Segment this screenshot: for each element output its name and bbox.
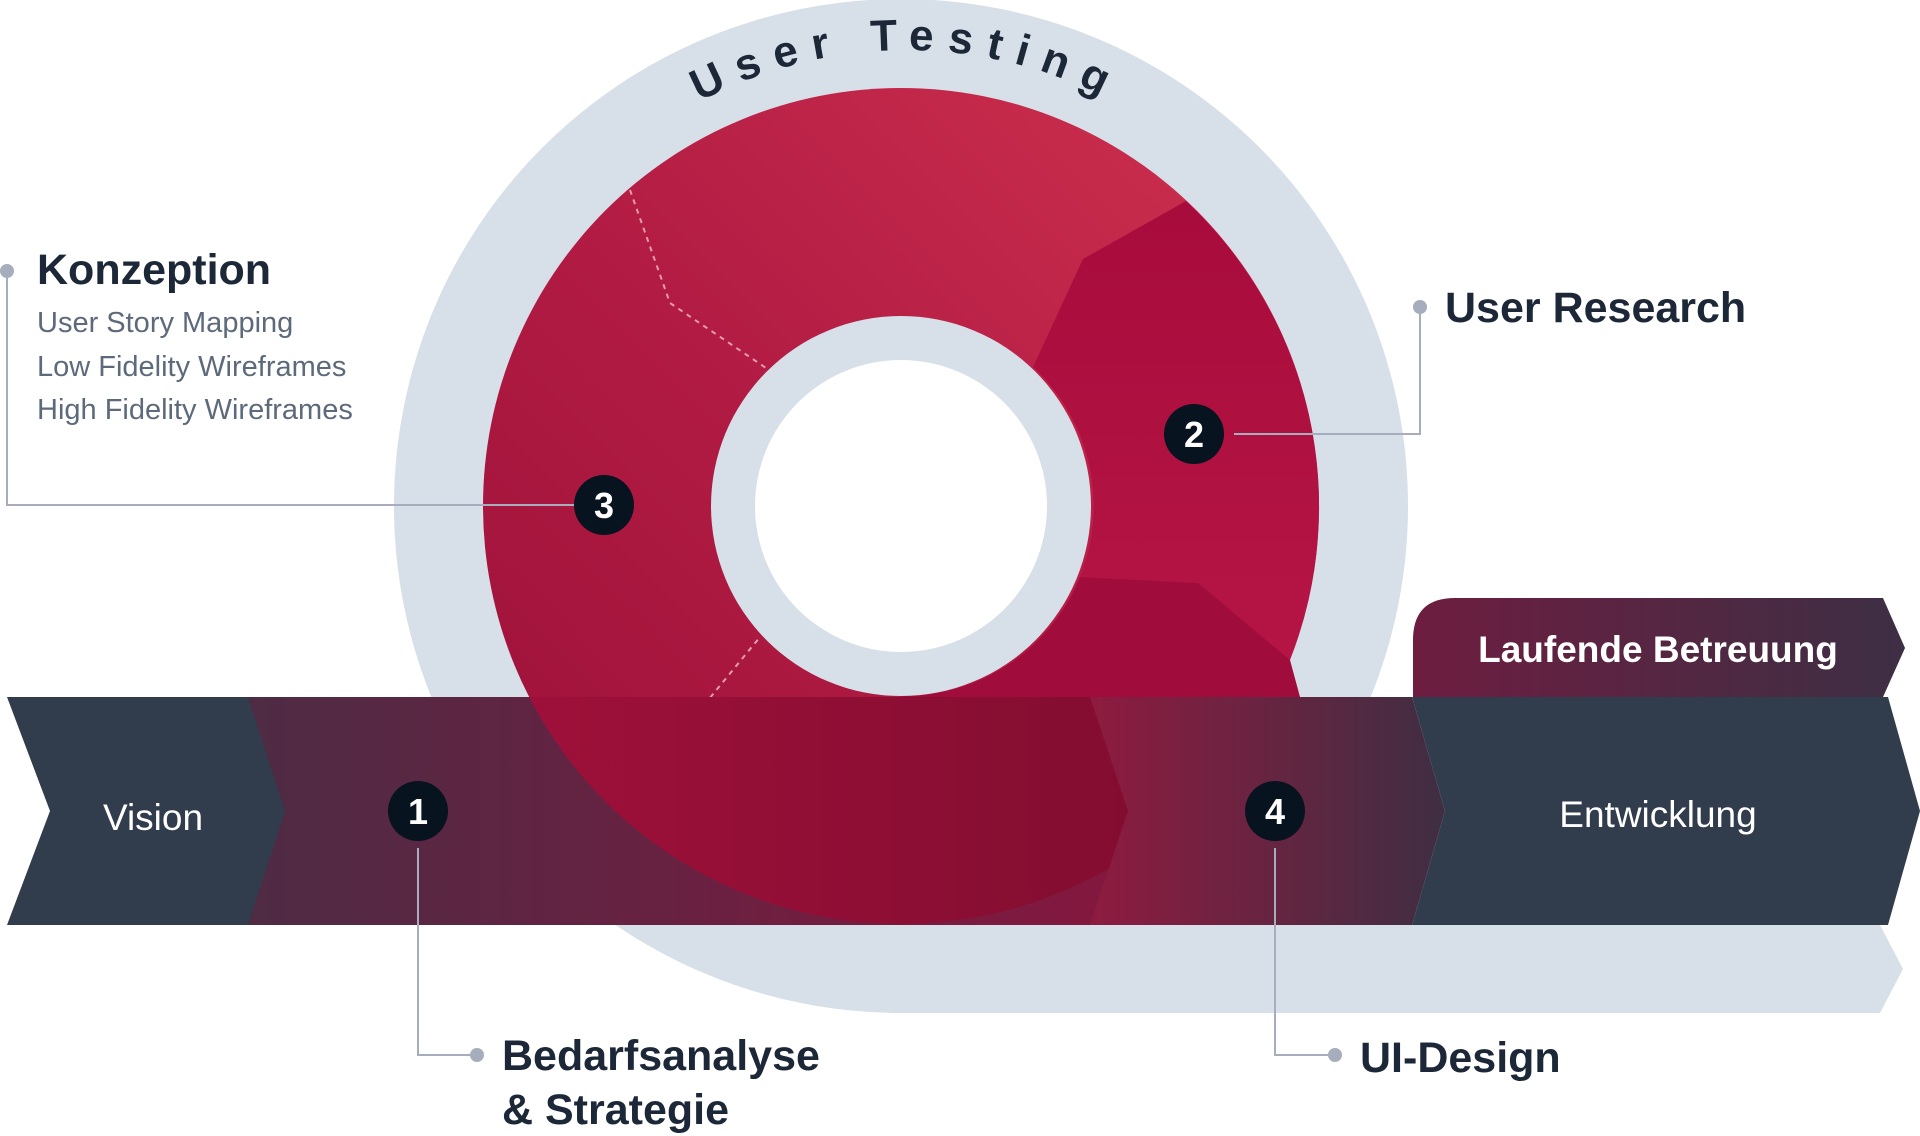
label-bedarfsanalyse-line1: Bedarfsanalyse: [502, 1032, 820, 1080]
konzeption-title: Konzeption: [37, 246, 271, 294]
connector-step-2: [1234, 312, 1421, 435]
step-badge-1: 1: [388, 781, 448, 841]
connector-dots: [0, 264, 1427, 1062]
connectors: [6, 278, 1421, 1056]
svg-text:3: 3: [594, 485, 614, 526]
dot-step-3: [0, 264, 14, 278]
dot-step-4: [1328, 1048, 1342, 1062]
step-badge-2: 2: [1164, 404, 1224, 464]
svg-text:4: 4: [1265, 791, 1285, 832]
svg-text:1: 1: [408, 791, 428, 832]
label-ui-design: UI-Design: [1360, 1034, 1561, 1082]
process-band: Vision Entwicklung Laufende Betreuung: [7, 598, 1920, 925]
band-label-vision: Vision: [103, 797, 203, 838]
konzeption-item-3: High Fidelity Wireframes: [37, 394, 353, 426]
konzeption-item-2: Low Fidelity Wireframes: [37, 351, 346, 383]
band-segment-development: [1412, 697, 1920, 925]
band-label-maintenance: Laufende Betreuung: [1478, 629, 1838, 670]
svg-text:2: 2: [1184, 414, 1204, 455]
band-segment-vision: [7, 697, 285, 925]
center-hole: [755, 360, 1047, 652]
label-user-research: User Research: [1445, 284, 1746, 332]
step-badge-3: 3: [574, 475, 634, 535]
connector-step-4: [1274, 848, 1328, 1056]
connector-step-3: [6, 278, 574, 506]
maintenance-tab: [1413, 598, 1905, 697]
step-badge-4: 4: [1245, 781, 1305, 841]
label-bedarfsanalyse-line2: & Strategie: [502, 1086, 729, 1134]
band-label-development: Entwicklung: [1559, 794, 1756, 835]
segment-ui-design: [901, 577, 1300, 697]
label-konzeption: Konzeption User Story Mapping Low Fideli…: [37, 246, 353, 426]
connector-step-1: [417, 848, 470, 1056]
dot-step-2: [1413, 300, 1427, 314]
konzeption-item-1: User Story Mapping: [37, 307, 293, 339]
dot-step-1: [470, 1048, 484, 1062]
